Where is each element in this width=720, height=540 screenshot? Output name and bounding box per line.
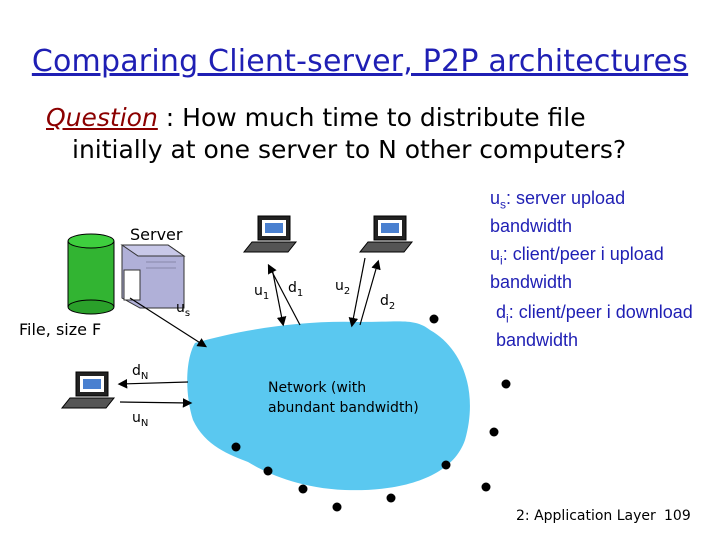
d1-label: d1 [288,280,303,299]
peer-dot [489,427,499,437]
legend-us: us: server upload bandwidth [490,188,710,237]
uN-label-sub: N [140,417,149,429]
dN-label-sub: N [140,370,149,382]
d2-label-sub: 2 [388,300,396,312]
peer-dot [386,493,396,503]
legend-di-symbol: d [496,302,507,322]
question-line2: initially at one server to N other compu… [72,135,627,164]
dN-arrow [117,378,189,389]
peer-dots [231,314,511,512]
peer-dot [298,484,308,494]
uN-arrow [119,398,193,408]
server-icon [120,244,186,309]
d2-label-sym: d [380,293,389,309]
legend-ui: ui: client/peer i upload bandwidth [490,244,710,293]
d1-label-sym: d [288,280,297,296]
u1-label: u1 [254,283,269,302]
peer-dot [332,502,342,512]
footer-page-number: 109 [664,508,691,524]
d1-label-sub: 1 [296,287,304,299]
file-cylinder-icon [67,233,115,315]
legend-us-symbol: u [490,188,501,208]
us-label-sym: u [176,300,185,316]
d2-label: d2 [380,293,395,312]
uN-label-sym: u [132,410,141,426]
network-label-line1: Network (with [268,380,367,396]
legend-di-sub: i [506,311,509,326]
d2-arrow [359,259,381,326]
uN-label: uN [132,410,148,429]
u1-label-sub: 1 [262,290,270,302]
footer-chapter: 2: Application Layer [516,508,656,524]
u1-label-sym: u [254,283,263,299]
dN-label: dN [132,363,148,382]
u2-label-sym: u [335,278,344,294]
us-label-sub: s [184,307,191,319]
us-arrow [129,297,208,348]
us-label: us [176,300,190,319]
u2-arrow [348,257,366,328]
question-sep: : [157,103,183,132]
dN-label-sym: d [132,363,141,379]
legend-ui-text: : client/peer i upload bandwidth [490,244,664,292]
peer-dot [231,442,241,452]
peer-dot [441,460,451,470]
peer-dot [263,466,273,476]
slide-title: Comparing Client-server, P2P architectur… [31,44,689,79]
peer1-computer-icon [242,215,298,253]
question-line1: How much time to distribute file [182,103,586,132]
question-label: Question [46,103,158,132]
peerN-computer-icon [60,371,116,409]
peer-dot [481,482,491,492]
legend-di: di: client/peer i download bandwidth [496,302,716,351]
legend-us-text: : server upload bandwidth [490,188,626,236]
peer-dot [429,314,439,324]
u1-arrow [271,267,287,327]
legend-ui-sub: i [500,253,503,268]
network-label-line2: abundant bandwidth) [268,400,419,416]
file-label: File, size F [19,320,102,339]
u2-label: u2 [335,278,350,297]
peer2-computer-icon [358,215,414,253]
legend-us-sub: s [500,197,507,212]
legend-ui-symbol: u [490,244,501,264]
network-cloud [187,321,470,491]
network-label: Network (with abundant bandwidth) [268,378,419,418]
peer-dot [501,379,511,389]
d1-arrow [267,263,301,326]
u2-label-sub: 2 [343,285,351,297]
question-text: Question : How much time to distribute f… [46,102,696,166]
server-label: Server [130,225,183,244]
legend-di-text: : client/peer i download bandwidth [496,302,693,350]
